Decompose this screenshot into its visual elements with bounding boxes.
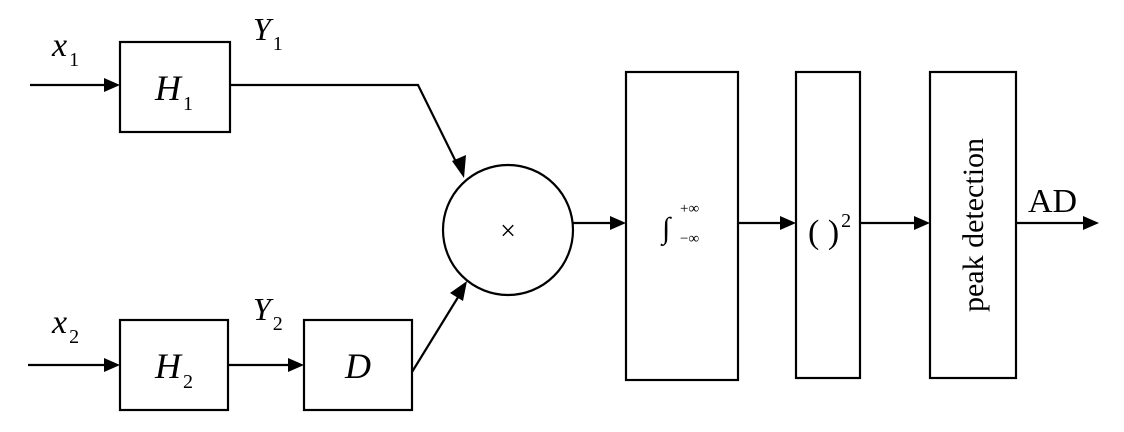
h1-block — [118, 40, 232, 134]
delay-block-label: D — [344, 346, 371, 386]
input-x2-arrowhead — [104, 358, 120, 372]
input-x1-arrowhead — [104, 78, 120, 92]
integral-lower-limit: −∞ — [680, 231, 699, 247]
multiplier-symbol: × — [500, 216, 516, 247]
delay-to-multiplier-wire — [411, 293, 461, 373]
square-arrowhead — [914, 216, 930, 230]
delay-block — [302, 318, 414, 412]
integrator-arrowhead — [780, 216, 796, 230]
integrator-block — [624, 70, 740, 382]
output-arrowhead — [1083, 216, 1099, 230]
square-block — [794, 70, 862, 380]
integral-upper-limit: +∞ — [680, 201, 699, 217]
peak-detection-block — [928, 70, 1018, 380]
peak-detection-label: peak detection — [957, 138, 990, 312]
multiplier-circle — [441, 163, 575, 297]
delay-arrowhead — [450, 281, 467, 301]
y2-arrowhead — [288, 358, 304, 372]
square-block-label: ( )2 — [808, 210, 851, 251]
h2-block — [118, 318, 230, 412]
output-label: AD — [1028, 183, 1077, 220]
y1-arrowhead — [452, 155, 466, 178]
y1-to-multiplier-wire — [230, 83, 459, 167]
integral-sign: ∫ — [660, 212, 672, 247]
multiplier-arrowhead — [610, 216, 626, 230]
